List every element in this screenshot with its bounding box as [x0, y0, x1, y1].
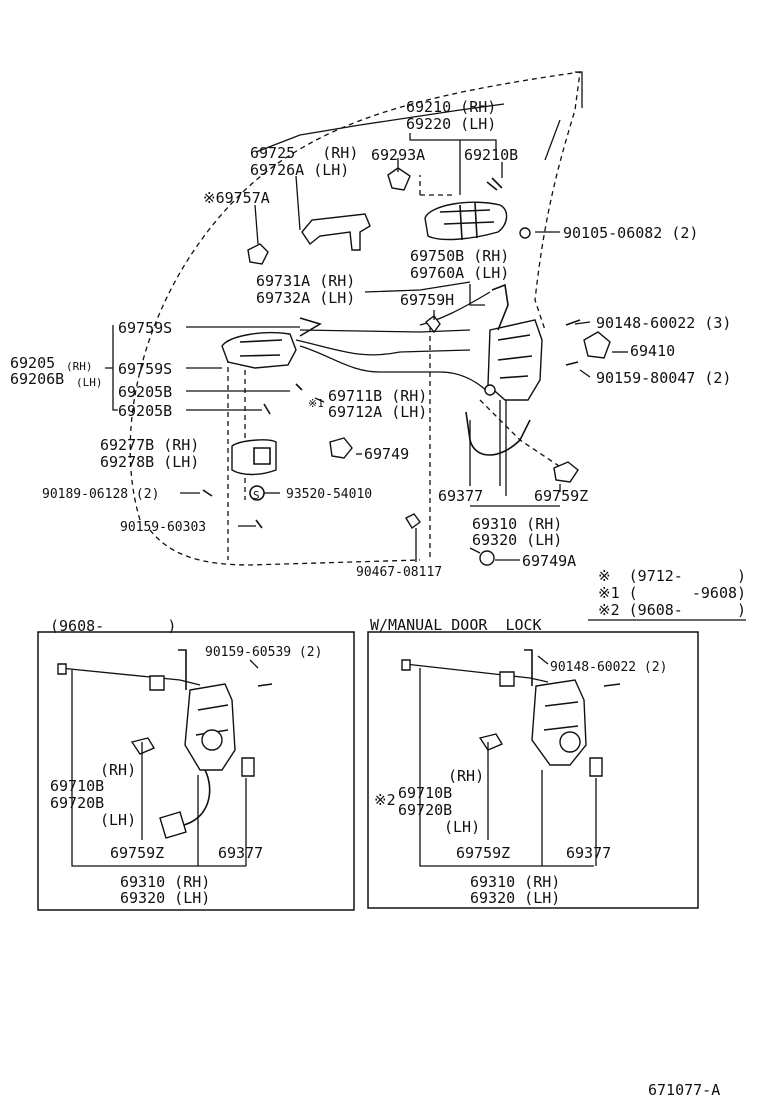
- inset-right-69377: 69377: [566, 844, 612, 862]
- label-69749a: 69749A: [522, 552, 577, 570]
- diagram-reference-number: 671077-A: [648, 1081, 721, 1099]
- label-69205b-b: 69205B: [118, 402, 173, 420]
- label-69711b: 69711B (RH): [328, 387, 428, 405]
- inset-right-lh: (LH): [444, 818, 481, 836]
- label-69206b-lh: (LH): [76, 376, 103, 389]
- inset-left-rh: (RH): [100, 761, 137, 779]
- label-90189-06128: 90189-06128 (2): [42, 487, 160, 502]
- label-69205: 69205: [10, 354, 56, 372]
- door-lock-assembly: [484, 283, 543, 401]
- part-69749a: [479, 550, 495, 566]
- wire-69377: [465, 411, 531, 456]
- label-69731a: 69731A (RH): [256, 272, 356, 290]
- label-69277b: 69277B (RH): [100, 436, 200, 454]
- inset-left-69377: 69377: [218, 844, 264, 862]
- inset-right-69759z: 69759Z: [456, 844, 511, 862]
- label-90159-80047: 90159-80047 (2): [596, 369, 732, 387]
- door-outline: [129, 71, 581, 521]
- label-69377: 69377: [438, 487, 484, 505]
- part-69410: [583, 331, 611, 359]
- inset-left-69759z: 69759Z: [110, 844, 165, 862]
- label-69310: 69310 (RH): [472, 515, 563, 533]
- label-69210: 69210 (RH): [406, 98, 497, 116]
- label-90467-08117: 90467-08117: [356, 565, 443, 580]
- inside-handle-assembly: [221, 317, 322, 369]
- label-69210b: 69210B: [464, 146, 519, 164]
- label-69206b: 69206B: [10, 370, 65, 388]
- rod-69750b: [295, 339, 471, 356]
- label-69712a: 69712A (LH): [328, 403, 428, 421]
- label-69205b-a: 69205B: [118, 383, 173, 401]
- label-69293a: 69293A: [371, 146, 426, 164]
- label-69750b: 69750B (RH): [410, 247, 510, 265]
- label-69749: 69749: [364, 445, 410, 463]
- label-69759s-mid: 69759S: [118, 360, 173, 378]
- label-93520-54010: 93520-54010: [286, 487, 373, 502]
- label-69759h: 69759H: [400, 291, 455, 309]
- inset-left-69310: 69310 (RH): [120, 873, 211, 891]
- inset-right-69710b: 69710B: [398, 784, 453, 802]
- label-90148-60022-3: 90148-60022 (3): [596, 314, 732, 332]
- inset-left-69710b: 69710B: [50, 777, 105, 795]
- inset-right-69320: 69320 (LH): [470, 889, 561, 907]
- label-69759s-top: 69759S: [118, 319, 173, 337]
- inset-left-lock: [57, 649, 273, 839]
- legend-row-2: ※1 ( -9608): [598, 584, 747, 602]
- bolt-90105: [519, 227, 531, 239]
- label-69757a: ※69757A: [203, 189, 270, 207]
- label-93520-s: S: [253, 489, 260, 502]
- label-69220: 69220 (LH): [406, 115, 497, 133]
- bracket-69725: [301, 213, 371, 251]
- clip-69293a: [387, 167, 411, 191]
- label-69760a: 69760A (LH): [410, 264, 510, 282]
- inset-right-69720b: 69720B: [398, 801, 453, 819]
- inset-right-rh: (RH): [448, 767, 485, 785]
- inset-right-frame: [367, 631, 699, 909]
- label-90159-60303: 90159-60303: [120, 520, 207, 535]
- part-69757a: [247, 243, 269, 265]
- inset-left-lh: (LH): [100, 811, 137, 829]
- label-69725: 69725 (RH): [250, 144, 359, 162]
- label-69759z: 69759Z: [534, 487, 589, 505]
- inset-right-90148-60022: 90148-60022 (2): [550, 660, 668, 675]
- clip-69759h: [425, 315, 441, 334]
- label-69410: 69410: [630, 342, 676, 360]
- inset-right-caption: W/MANUAL DOOR LOCK: [370, 616, 542, 634]
- screw-69210b: [486, 177, 503, 191]
- legend-row-3: ※2 (9608- ): [598, 601, 747, 619]
- inset-left-69720b: 69720B: [50, 794, 105, 812]
- label-69320: 69320 (LH): [472, 531, 563, 549]
- label-69205-rh: (RH): [66, 360, 93, 373]
- label-69726a: 69726A (LH): [250, 161, 350, 179]
- legend-row-1: ※ (9712- ): [598, 567, 747, 585]
- part-69749: [329, 437, 353, 459]
- rod-69731a: [299, 329, 471, 333]
- inset-left-caption: (9608- ): [50, 617, 177, 635]
- inset-left-frame: [37, 631, 355, 911]
- rod-69711b: [299, 345, 489, 393]
- label-69732a: 69732A (LH): [256, 289, 356, 307]
- label-69278b: 69278B (LH): [100, 453, 200, 471]
- label-69711b-mark: ※1: [308, 397, 324, 410]
- inset-left-69320: 69320 (LH): [120, 889, 211, 907]
- label-90105-06082: 90105-06082 (2): [563, 224, 699, 242]
- inset-right-69310: 69310 (RH): [470, 873, 561, 891]
- inset-left-90159-60539: 90159-60539 (2): [205, 645, 323, 660]
- inset-right-lock: [401, 649, 621, 777]
- door-outline-lower: [149, 529, 421, 566]
- inset-right-mark: ※2: [374, 791, 396, 809]
- part-69759z: [553, 461, 579, 483]
- outside-handle-part: [424, 201, 508, 241]
